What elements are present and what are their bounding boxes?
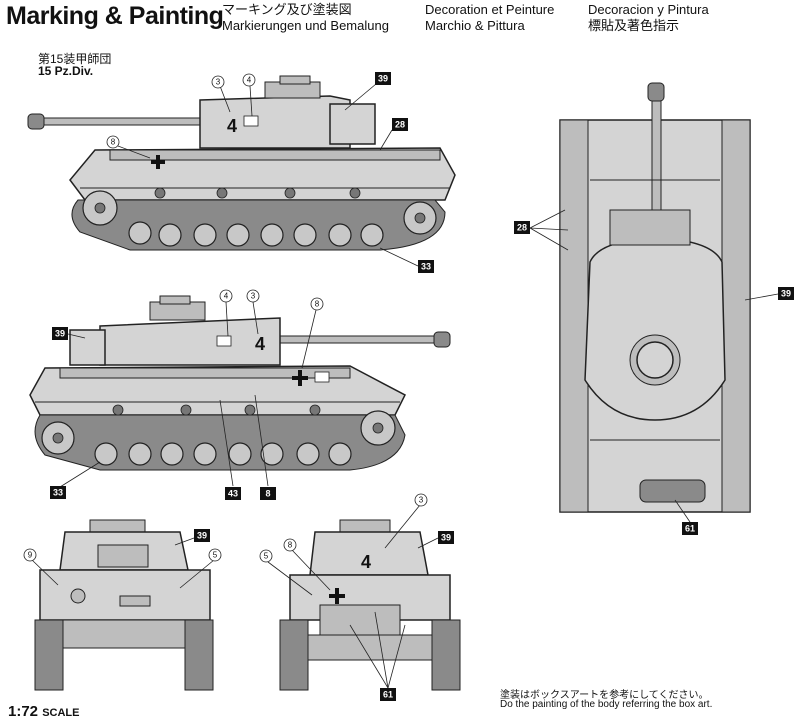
turret-number-left: 4 bbox=[227, 116, 237, 136]
box-61-rear: 61 bbox=[383, 690, 393, 700]
callout-8-right: 8 bbox=[315, 300, 320, 309]
title-german: Markierungen und Bemalung bbox=[222, 18, 389, 33]
callouts-left-side: 3 4 8 39 28 33 bbox=[106, 72, 434, 273]
turret-number-right: 4 bbox=[255, 334, 265, 354]
callout-5-front: 5 bbox=[213, 551, 218, 560]
title-spanish: Decoracion y Pintura bbox=[588, 2, 709, 17]
unit-name-english: 15 Pz.Div. bbox=[38, 64, 94, 78]
callouts-top-view: 28 39 61 bbox=[514, 209, 794, 535]
title-japanese: マーキング及び塗装図 bbox=[222, 2, 352, 17]
balkenkreuz-left bbox=[151, 155, 165, 169]
scale-label: 1:72 SCALE bbox=[8, 703, 79, 720]
callout-3-rear: 3 bbox=[419, 496, 424, 505]
callout-9-front: 9 bbox=[28, 551, 33, 560]
box-39-top: 39 bbox=[781, 289, 791, 299]
callouts-right-side: 4 3 8 39 33 43 8 bbox=[50, 289, 324, 500]
tank-front-view bbox=[34, 519, 214, 691]
scale-value: 1:72 bbox=[8, 703, 39, 720]
callout-4-left: 4 bbox=[247, 76, 252, 85]
box-39-front: 39 bbox=[197, 531, 207, 541]
box-8-right: 8 bbox=[265, 489, 270, 499]
box-43-right: 43 bbox=[228, 489, 238, 499]
callout-3-right: 3 bbox=[251, 292, 256, 301]
box-61-top: 61 bbox=[685, 524, 695, 534]
title-chinese: 標貼及著色指示 bbox=[588, 18, 680, 33]
balkenkreuz-right bbox=[292, 370, 308, 386]
tank-rear-view: 4 bbox=[279, 519, 461, 691]
box-33-left: 33 bbox=[421, 262, 431, 272]
callouts-rear-view: 3 8 5 39 61 bbox=[259, 493, 454, 701]
callout-8-rear: 8 bbox=[288, 541, 293, 550]
title-italian: Marchio & Pittura bbox=[425, 18, 525, 33]
box-28-left: 28 bbox=[395, 120, 405, 130]
box-39-rear: 39 bbox=[441, 533, 451, 543]
page-title: Marking & Painting bbox=[6, 2, 224, 30]
title-french: Decoration et Peinture bbox=[425, 2, 555, 17]
painting-note-japanese: 塗装はボックスアートを参考にしてください。 bbox=[500, 690, 709, 701]
callout-3-left: 3 bbox=[216, 78, 221, 87]
tank-right-side-view: 4 bbox=[29, 295, 451, 471]
tank-left-side-view: 4 bbox=[27, 75, 456, 251]
turret-number-rear: 4 bbox=[361, 552, 371, 572]
tank-top-view bbox=[559, 82, 751, 513]
callout-5-rear: 5 bbox=[264, 552, 269, 561]
callout-4-right: 4 bbox=[224, 292, 229, 301]
balkenkreuz-rear bbox=[329, 588, 345, 604]
unit-name-japanese: 第15装甲師団 bbox=[38, 52, 112, 66]
box-39-right: 39 bbox=[55, 329, 65, 339]
painting-note-english: Do the painting of the body referring th… bbox=[500, 699, 713, 710]
callout-8-left: 8 bbox=[111, 138, 116, 147]
box-39-left: 39 bbox=[378, 74, 388, 84]
box-33-right: 33 bbox=[53, 488, 63, 498]
scale-unit: SCALE bbox=[42, 707, 80, 719]
box-28-top: 28 bbox=[517, 223, 527, 233]
callouts-front-view: 9 5 39 bbox=[23, 529, 222, 589]
